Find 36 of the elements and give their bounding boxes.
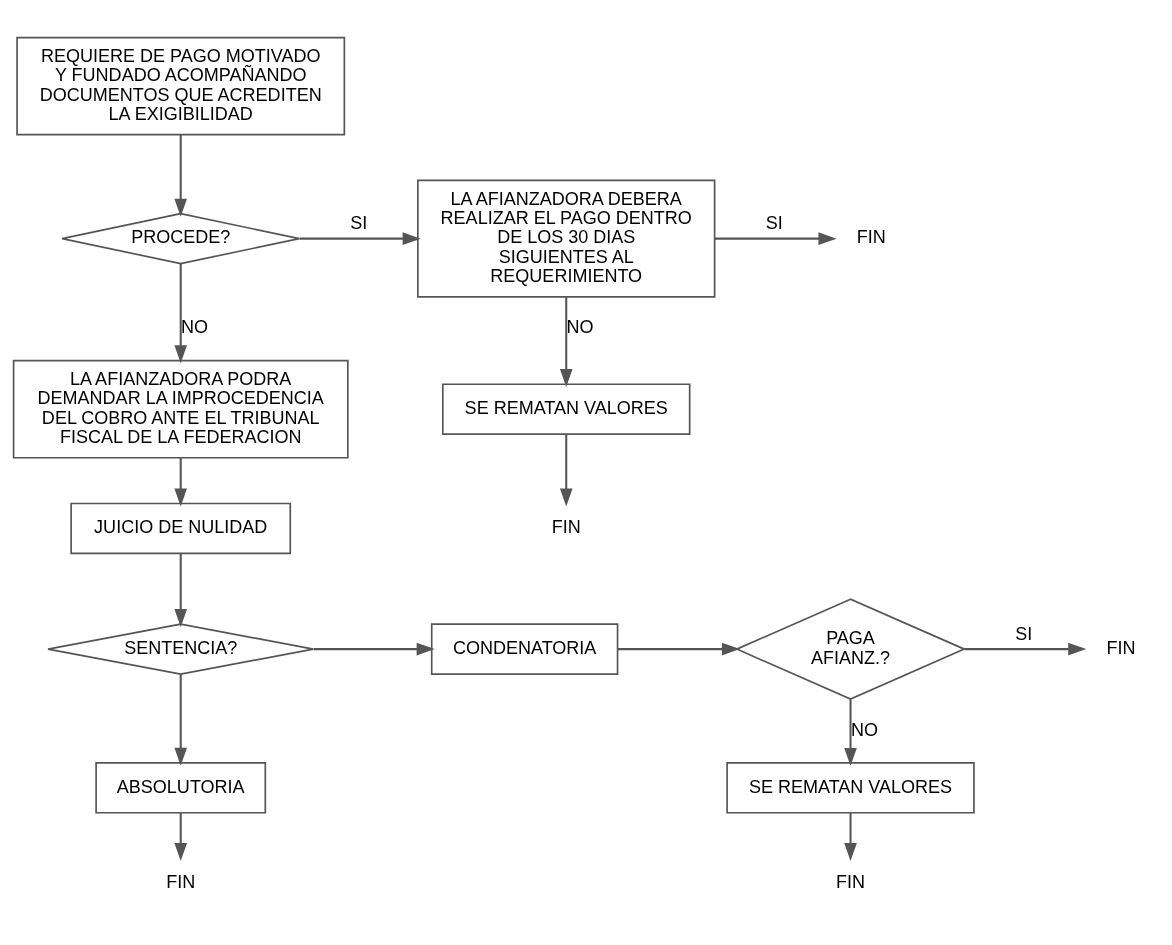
node-text: FIN	[1106, 637, 1136, 658]
arrow	[559, 434, 573, 506]
node-box: SE REMATAN VALORES	[726, 761, 975, 814]
node-text: FIN	[551, 516, 581, 537]
node-box: JUICIO DE NULIDAD	[70, 502, 292, 554]
arrow	[313, 642, 435, 655]
node-diamond: SENTENCIA?	[47, 622, 315, 675]
node-text: FIN	[166, 871, 196, 892]
arrow	[174, 134, 188, 217]
node-diamond: PROCEDE?	[61, 212, 301, 264]
arrow	[174, 812, 188, 861]
node-text: FIN	[856, 226, 886, 247]
edge-label: SI	[350, 212, 368, 233]
arrow	[299, 231, 421, 245]
node-text: FIN	[836, 871, 866, 892]
node-box: REQUIERE DE PAGO MOTIVADO Y FUNDADO ACOMPAÑANDO DOCUMENTOS QUE ACREDITEN LA EXIGIBILIDAD	[16, 36, 346, 135]
node-box: ABSOLUTORIA	[95, 761, 267, 814]
arrow	[844, 698, 857, 766]
arrow	[559, 296, 573, 387]
edge-label: NO	[566, 316, 594, 337]
arrow	[844, 812, 857, 861]
node-box: SE REMATAN VALORES	[442, 382, 691, 435]
arrow	[174, 457, 188, 507]
node-box: LA AFIANZADORA DEBERA REALIZAR EL PAGO DENTRO DE LOS 30 DIAS SIGUIENTES AL REQUERIMIENTO	[417, 179, 716, 298]
node-box: CONDENATORIA	[430, 622, 619, 675]
arrow	[174, 553, 188, 627]
arrow	[174, 263, 188, 363]
arrow	[617, 642, 740, 655]
edge-label: SI	[765, 212, 783, 233]
edge-label: NO	[181, 316, 209, 337]
edge-label: SI	[1015, 623, 1033, 644]
arrow	[964, 642, 1087, 655]
arrow	[174, 673, 188, 766]
edge-label: NO	[850, 719, 878, 740]
arrow	[714, 231, 837, 245]
node-box: LA AFIANZADORA PODRA DEMANDAR LA IMPROCEDENCIA DEL COBRO ANTE EL TRIBUNAL FISCAL DE LA FEDERACION	[12, 359, 349, 459]
